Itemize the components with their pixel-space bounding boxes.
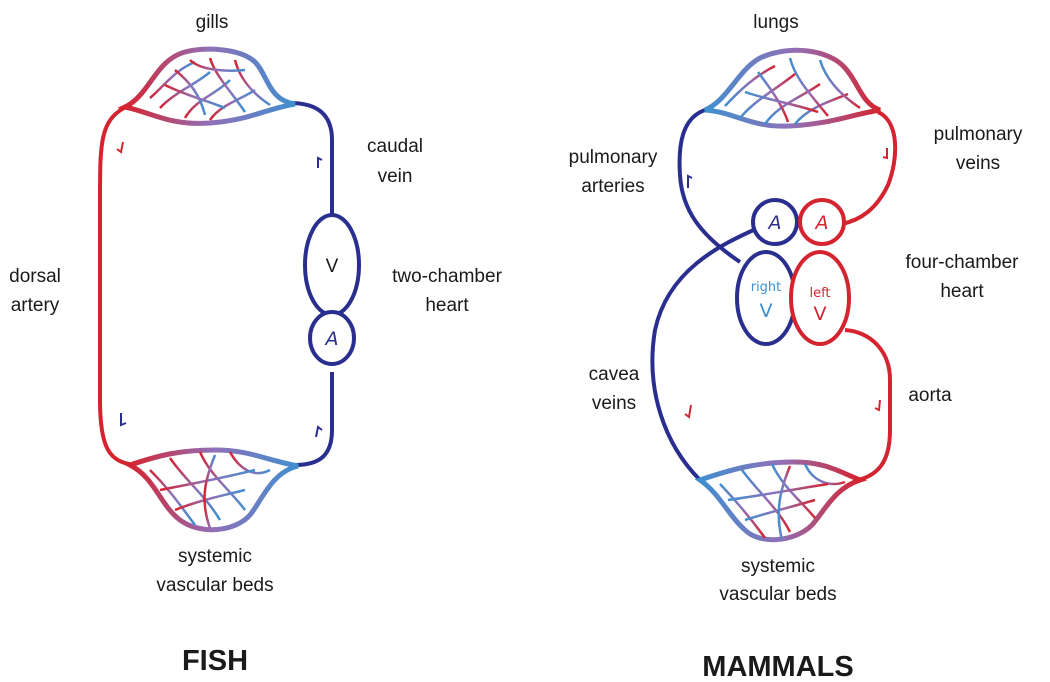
aorta-label: aorta [908,385,952,406]
gills-label: gills [196,12,229,33]
right-ventricle-label-1: right [751,280,782,295]
left-ventricle-label-1: left [809,286,830,301]
left-ventricle-label-2: V [814,303,827,325]
cavea-veins-label-2: veins [592,393,636,414]
pulmonary-vein-vessel [842,112,895,224]
caudal-vein-label-1: caudal [367,136,423,157]
gills-capillary-bed [125,49,295,123]
lungs-label: lungs [753,12,798,33]
fish-systemic-label-1: systemic [178,546,252,567]
dorsal-artery-label-1: dorsal [9,266,61,287]
left-atrium-label: A [814,212,829,234]
right-atrium-label: A [767,212,782,234]
pulmonary-arteries-label-1: pulmonary [569,147,658,168]
fish-ventricle-label: V [326,256,339,277]
fish-systemic-label-2: vascular beds [156,575,273,596]
mammals-systemic-label-2: vascular beds [719,584,836,605]
lungs-capillary-bed [705,50,880,126]
caudal-vein-label-2: vein [378,166,413,187]
pulmonary-veins-label-2: veins [956,153,1000,174]
flow-arrow-icon [117,142,322,437]
mammals-systemic-label-1: systemic [741,556,815,577]
fish-diagram: V A gills caudal vein two-chamber heart … [9,12,502,677]
four-chamber-heart-label-2: heart [940,281,984,302]
cavea-vein-vessel [652,228,758,480]
mammals-diagram: A A right V left V lungs pulmonary arter… [569,12,1023,682]
cavea-veins-label-1: cavea [589,364,640,385]
dorsal-artery-vessel [100,105,135,465]
mammals-title: MAMMALS [702,651,853,682]
two-chamber-heart-label-2: heart [425,295,469,316]
pulmonary-arteries-label-2: arteries [581,176,644,197]
right-ventricle-label-2: V [760,300,773,322]
pulmonary-veins-label-1: pulmonary [934,124,1023,145]
mammals-systemic-capillary-bed [700,462,860,540]
two-chamber-heart-label-1: two-chamber [392,266,502,287]
fish-title: FISH [182,645,248,677]
right-ventricle [737,252,795,344]
fish-systemic-capillary-bed [130,450,298,530]
dorsal-artery-label-2: artery [11,295,60,316]
four-chamber-heart-label-1: four-chamber [906,252,1020,273]
aorta-vessel [845,330,890,480]
fish-atrium-label: A [324,328,339,350]
